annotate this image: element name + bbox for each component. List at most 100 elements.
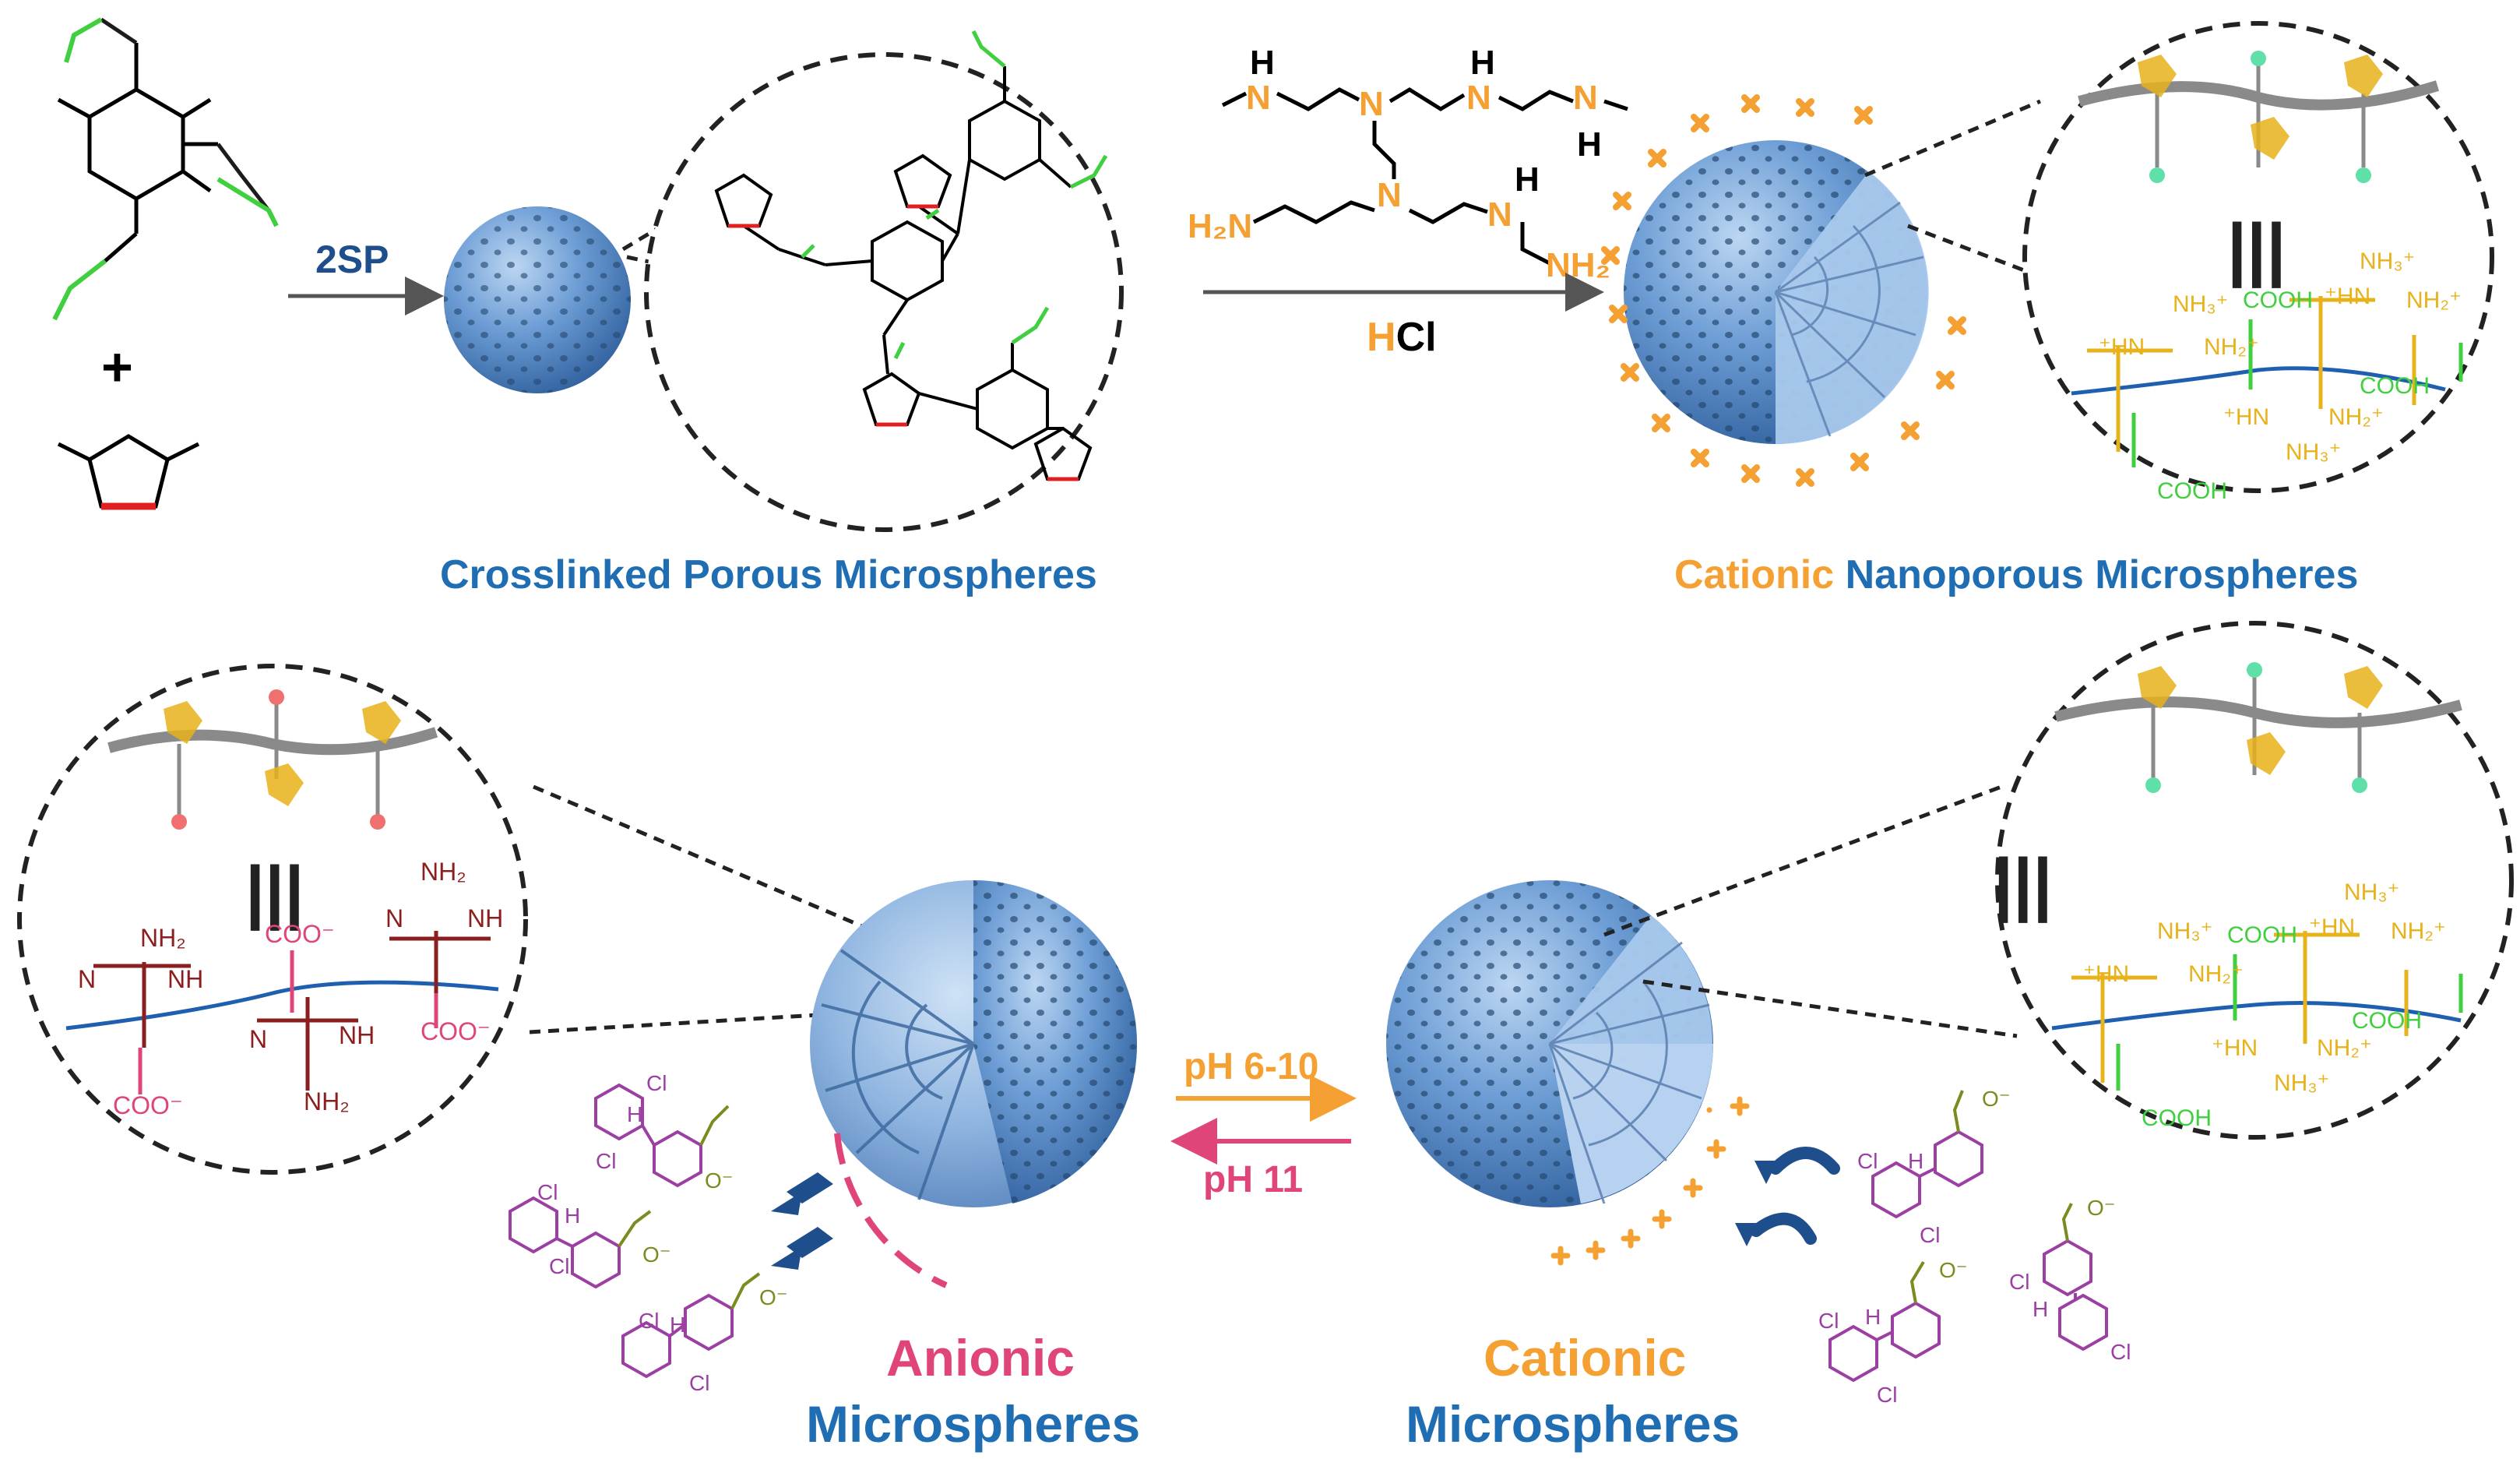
anionic-charge-arc: [834, 1133, 948, 1288]
pei-structure: [1221, 87, 1628, 266]
nh-label-2: NH: [467, 904, 503, 932]
pei-nh2: NH₂: [1546, 246, 1610, 284]
hnp-label-2: ⁺HN: [2325, 284, 2370, 309]
arrow-ph-back-label: pH 11: [1203, 1159, 1303, 1200]
h-label-2: H: [565, 1203, 580, 1228]
diclofenac-molecules-left: [509, 1083, 734, 1379]
nh-label-3: NH: [339, 1021, 375, 1049]
pei-n-2: N: [1359, 85, 1384, 123]
cationic-sphere-bottom: [1386, 880, 1713, 1207]
coo-label-3: COO⁻: [421, 1017, 491, 1045]
coo-label-2: COO⁻: [113, 1091, 183, 1119]
cooh-label-2: COOH: [2157, 478, 2227, 504]
nh2-label-3: NH₂: [304, 1087, 350, 1115]
cation-plus-bottom: [1550, 1096, 1750, 1266]
o-minus-label-4: O⁻: [1982, 1087, 2011, 1111]
maleic-anhydride-structure: [57, 434, 200, 510]
cl-label-11: Cl: [2009, 1270, 2029, 1294]
nh2-label-1: NH₂: [140, 924, 186, 952]
zoom-circle-cationic-network: ||| COOH COOH COOH NH₃⁺ NH₂⁺ ⁺HN NH₃⁺ NH…: [2022, 21, 2494, 504]
nh3-label-2: NH₃⁺: [2360, 248, 2415, 274]
n-label-3: N: [249, 1025, 267, 1053]
nh2p-label-4: NH₂⁺: [2188, 961, 2244, 987]
h-label-6: H: [2033, 1297, 2048, 1321]
o-minus-label-1: O⁻: [705, 1168, 734, 1193]
cooh-label-6: COOH: [2352, 1008, 2422, 1034]
nh2p-label-1: NH₂⁺: [2204, 334, 2259, 360]
arrow-ph-forward-label: pH 6-10: [1184, 1046, 1318, 1087]
pei-h-3: H: [1577, 125, 1602, 164]
diclofenac-acid-groups-right: [1909, 1090, 2073, 1304]
pei-h2n: H₂N: [1188, 207, 1252, 245]
nh2p-label-5: NH₂⁺: [2391, 918, 2446, 944]
o-minus-label-3: O⁻: [759, 1285, 788, 1309]
plus-sign: +: [101, 337, 133, 397]
cl-label-1: Cl: [646, 1071, 667, 1095]
cation-crosses-top: [1601, 94, 1966, 487]
cationic-nanoporous-sphere: [1624, 140, 1929, 445]
zoom-circle-anionic-network: ||| NH₂ NH N COO⁻ COO⁻ COO⁻ NH₂ NH N NH …: [17, 664, 528, 1175]
hnp-label-1: ⁺HN: [2099, 334, 2145, 360]
pei-n-1: N: [1246, 79, 1271, 117]
h-label-4: H: [1908, 1149, 1923, 1173]
cl-label-7: Cl: [1857, 1149, 1878, 1173]
nh2p-label-6: NH₂⁺: [2317, 1035, 2372, 1061]
label-cationic: Cationic: [1483, 1329, 1687, 1387]
triple-line-bottom: |||: [1994, 845, 2053, 924]
triallyl-isocyanurate-structure: [52, 17, 279, 321]
cl-label-4: Cl: [549, 1254, 569, 1278]
porous-microsphere: [444, 206, 631, 393]
hnp-label-4: ⁺HN: [2083, 961, 2129, 987]
arrow-pei-label: HCl: [1367, 315, 1437, 360]
n-label-1: N: [78, 965, 96, 993]
hnp-label-3: ⁺HN: [2223, 404, 2269, 430]
cl-label-12: Cl: [2110, 1340, 2131, 1364]
adsorption-arrows-right: [1750, 1147, 1840, 1245]
pei-h-2: H: [1470, 44, 1495, 82]
cooh-label-4: COOH: [2227, 922, 2297, 948]
pei-n-4: N: [1573, 79, 1598, 117]
o-minus-label-6: O⁻: [2087, 1196, 2116, 1220]
triple-line-top: |||: [2227, 210, 2286, 289]
o-minus-label-2: O⁻: [642, 1242, 671, 1267]
nh2p-label-2: NH₂⁺: [2406, 287, 2462, 313]
label-anionic: Anionic: [886, 1329, 1075, 1387]
hnp-label-6: ⁺HN: [2212, 1035, 2258, 1061]
nh2p-label-3: NH₂⁺: [2328, 404, 2384, 430]
pei-h-4: H: [1515, 160, 1540, 199]
zoom-lines-cationic-bottom: [1603, 784, 2018, 1038]
o-minus-label-5: O⁻: [1939, 1258, 1968, 1282]
nh3-label-1: NH₃⁺: [2173, 291, 2228, 317]
h-label-3: H: [670, 1313, 685, 1337]
nh3-label-4: NH₃⁺: [2157, 918, 2212, 944]
release-arrows-left: [771, 1172, 833, 1270]
cl-label-8: Cl: [1920, 1223, 1940, 1247]
label-cationic-nanoporous: Cationic Nanoporous Microspheres: [1674, 552, 2358, 598]
label-anionic-microspheres: Microspheres: [806, 1395, 1141, 1453]
pei-n-6: N: [1487, 196, 1512, 234]
diclofenac-acid-groups-left: [618, 1105, 761, 1309]
cl-label-3: Cl: [537, 1180, 558, 1204]
anionic-sphere: [810, 880, 1138, 1207]
n-label-2: N: [385, 904, 403, 932]
cooh-label-3: COOH: [2360, 373, 2430, 399]
coo-label-1: COO⁻: [265, 920, 335, 948]
cl-label-5: Cl: [639, 1309, 659, 1333]
nh3-label-5: NH₃⁺: [2344, 879, 2399, 905]
pei-n-5: N: [1377, 176, 1402, 214]
label-cationic-microspheres: Microspheres: [1406, 1395, 1740, 1453]
cooh-label-5: COOH: [2142, 1105, 2212, 1131]
nh2-label-2: NH₂: [421, 858, 466, 886]
cooh-label-1: COOH: [2243, 287, 2313, 313]
zoom-lines-cationic-top: [1864, 99, 2041, 279]
adsorption-arrowheads: [1735, 1161, 1778, 1246]
arrow-2sp-label: 2SP: [315, 238, 389, 281]
label-cationic-word: Cationic: [1674, 552, 1835, 597]
pei-n-3: N: [1466, 79, 1491, 117]
label-crosslinked-porous: Crosslinked Porous Microspheres: [440, 552, 1097, 597]
zoom-lines-anionic: [529, 784, 920, 1034]
cl-label-6: Cl: [689, 1371, 709, 1395]
cl-label-2: Cl: [596, 1149, 616, 1173]
label-nanoporous-words: Nanoporous Microspheres: [1845, 552, 2359, 597]
